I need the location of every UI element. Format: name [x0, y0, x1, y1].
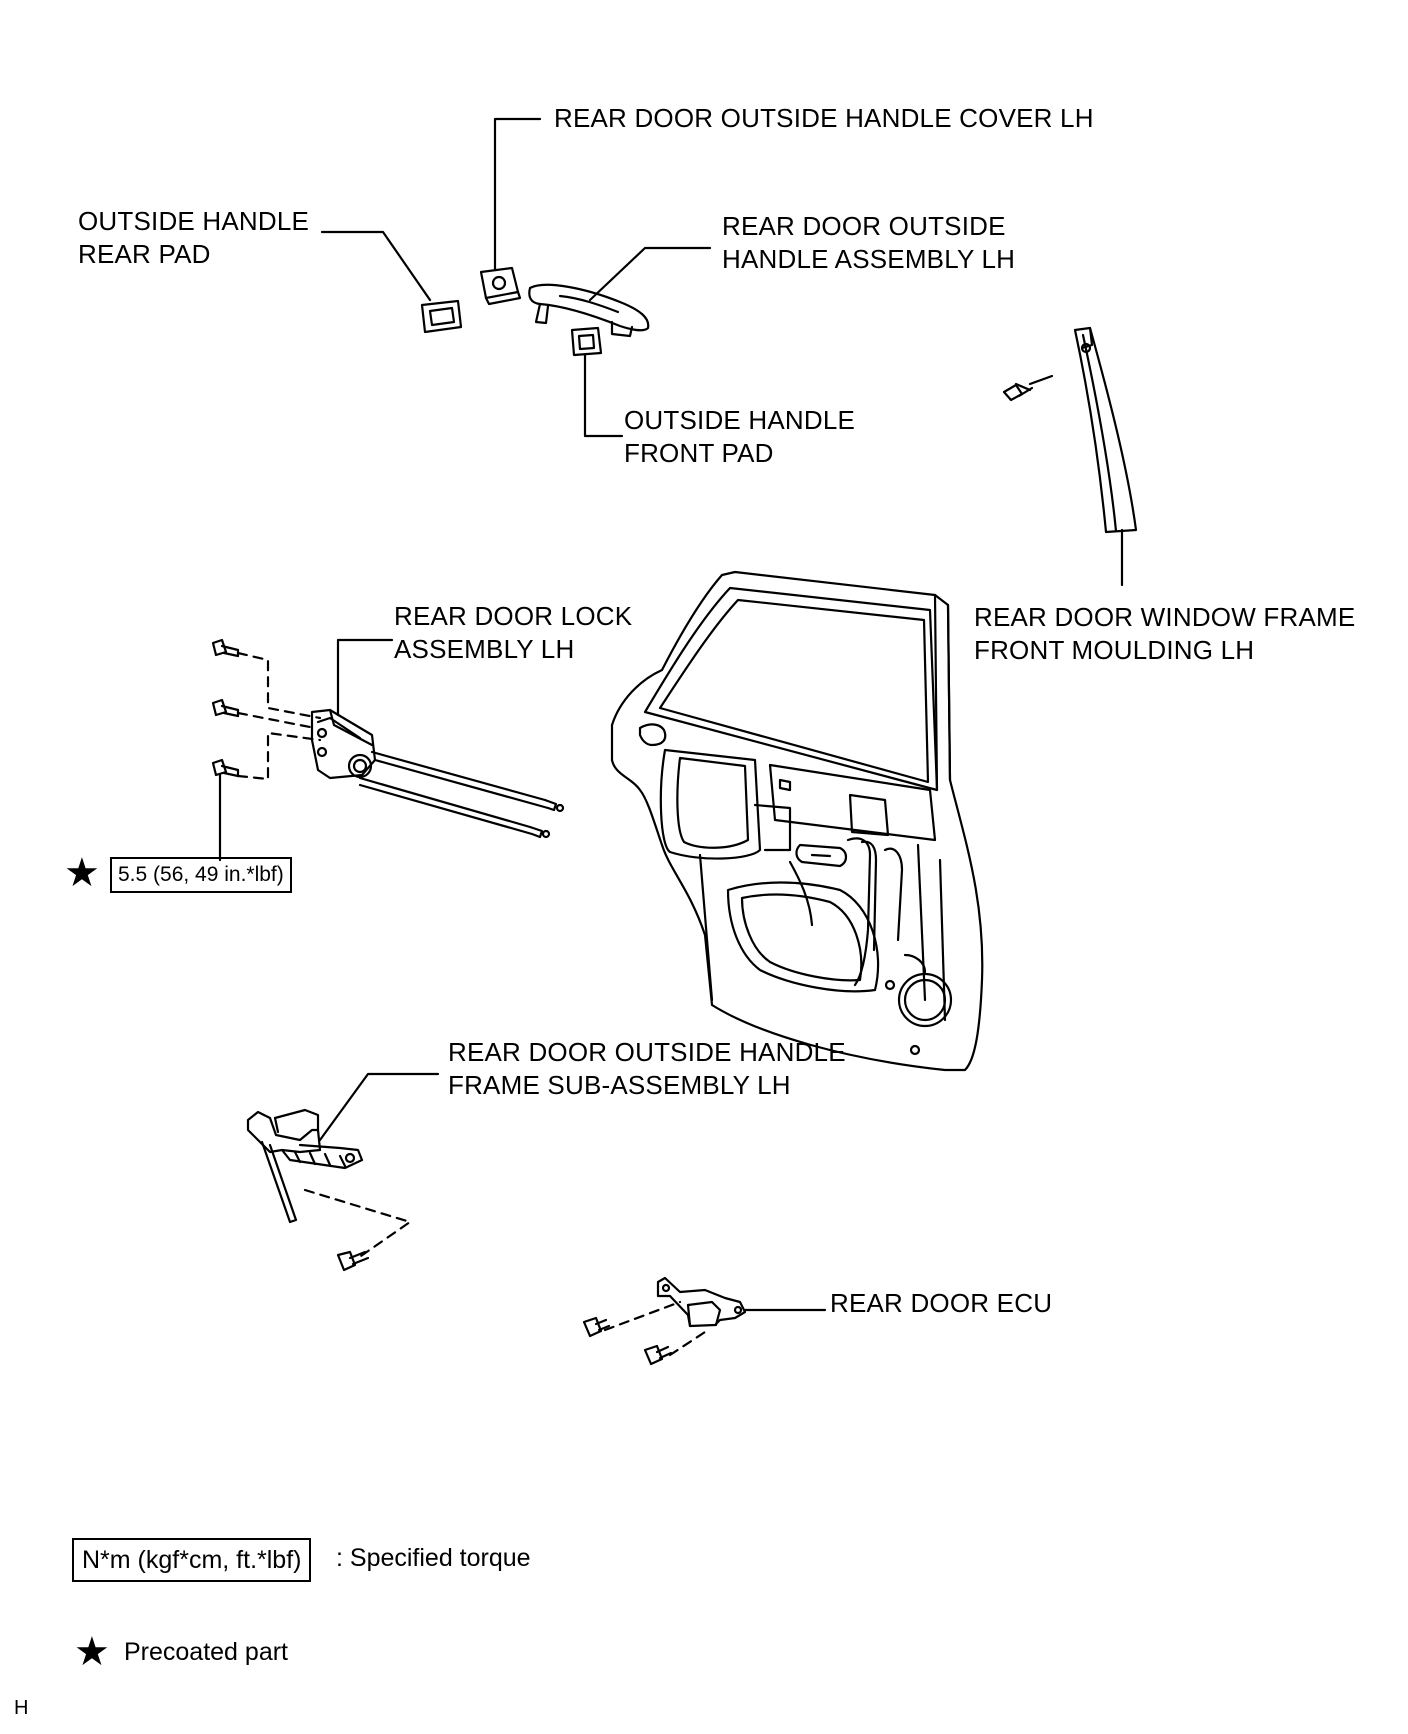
bolt-icon	[643, 1344, 673, 1366]
door-lock-assembly-part	[310, 708, 565, 839]
legend-precoated-part: Precoated part	[124, 1638, 288, 1666]
legend-torque-unit-box: N*m (kgf*cm, ft.*lbf)	[72, 1538, 312, 1582]
label-handle-cover: REAR DOOR OUTSIDE HANDLE COVER LH	[554, 103, 1094, 133]
label-rear-pad-line1: OUTSIDE HANDLE	[78, 206, 310, 236]
label-moulding-line1: REAR DOOR WINDOW FRAME	[974, 602, 1356, 632]
label-moulding-line2: FRONT MOULDING LH	[974, 635, 1255, 665]
leader-front-pad	[583, 353, 624, 438]
handle-cover-part	[479, 266, 522, 306]
front-pad-part	[570, 326, 603, 357]
rear-door-ecu-part	[656, 1276, 747, 1328]
label-ecu: REAR DOOR ECU	[830, 1288, 1053, 1318]
dash-lock-bolt-2	[236, 711, 317, 730]
star-icon: ★	[64, 851, 100, 895]
bolt-icon	[582, 1316, 611, 1338]
handle-frame-part	[246, 1108, 364, 1224]
leader-frame	[318, 1072, 440, 1142]
label-frame-line1: REAR DOOR OUTSIDE HANDLE	[448, 1037, 846, 1067]
dash-lock-bolt-1	[236, 651, 322, 720]
leader-handle-cover	[493, 117, 542, 272]
bolt-icon	[211, 698, 240, 718]
frame-bolt	[336, 1250, 370, 1272]
label-front-pad-line2: FRONT PAD	[624, 438, 774, 468]
label-handle-assembly-line1: REAR DOOR OUTSIDE	[722, 211, 1006, 241]
bolt-icon	[211, 638, 240, 658]
dash-ecu-bolt-1	[603, 1300, 682, 1332]
bolt-icon	[211, 758, 240, 778]
dash-ecu-bolt-2	[668, 1330, 707, 1357]
handle-assembly-part	[528, 283, 650, 338]
rear-door-panel	[610, 570, 984, 1072]
leader-lines	[218, 117, 1124, 1312]
ecu-bolts	[582, 1316, 673, 1366]
label-front-pad-line1: OUTSIDE HANDLE	[624, 405, 856, 435]
legend-torque-description: : Specified torque	[336, 1544, 531, 1572]
dash-frame-bolt	[303, 1188, 412, 1260]
star-icon: ★	[74, 1630, 110, 1674]
leader-handle-assembly	[588, 246, 712, 302]
window-frame-moulding-part	[1073, 326, 1138, 534]
rear-pad-part	[420, 299, 463, 334]
moulding-screw	[1002, 374, 1054, 402]
label-handle-assembly-line2: HANDLE ASSEMBLY LH	[722, 244, 1016, 274]
torque-value-box: 5.5 (56, 49 in.*lbf)	[110, 857, 292, 893]
corner-code: H	[14, 1697, 29, 1719]
label-lock-line2: ASSEMBLY LH	[394, 634, 575, 664]
leader-rear-pad	[320, 230, 432, 302]
leader-lock	[336, 638, 394, 717]
label-lock-line1: REAR DOOR LOCK	[394, 601, 633, 631]
dashed-paths	[236, 651, 707, 1357]
dash-lock-bolt-3	[236, 731, 322, 781]
lock-bolts	[211, 638, 240, 778]
label-rear-pad-line2: REAR PAD	[78, 239, 211, 269]
label-frame-line2: FRAME SUB-ASSEMBLY LH	[448, 1070, 791, 1100]
